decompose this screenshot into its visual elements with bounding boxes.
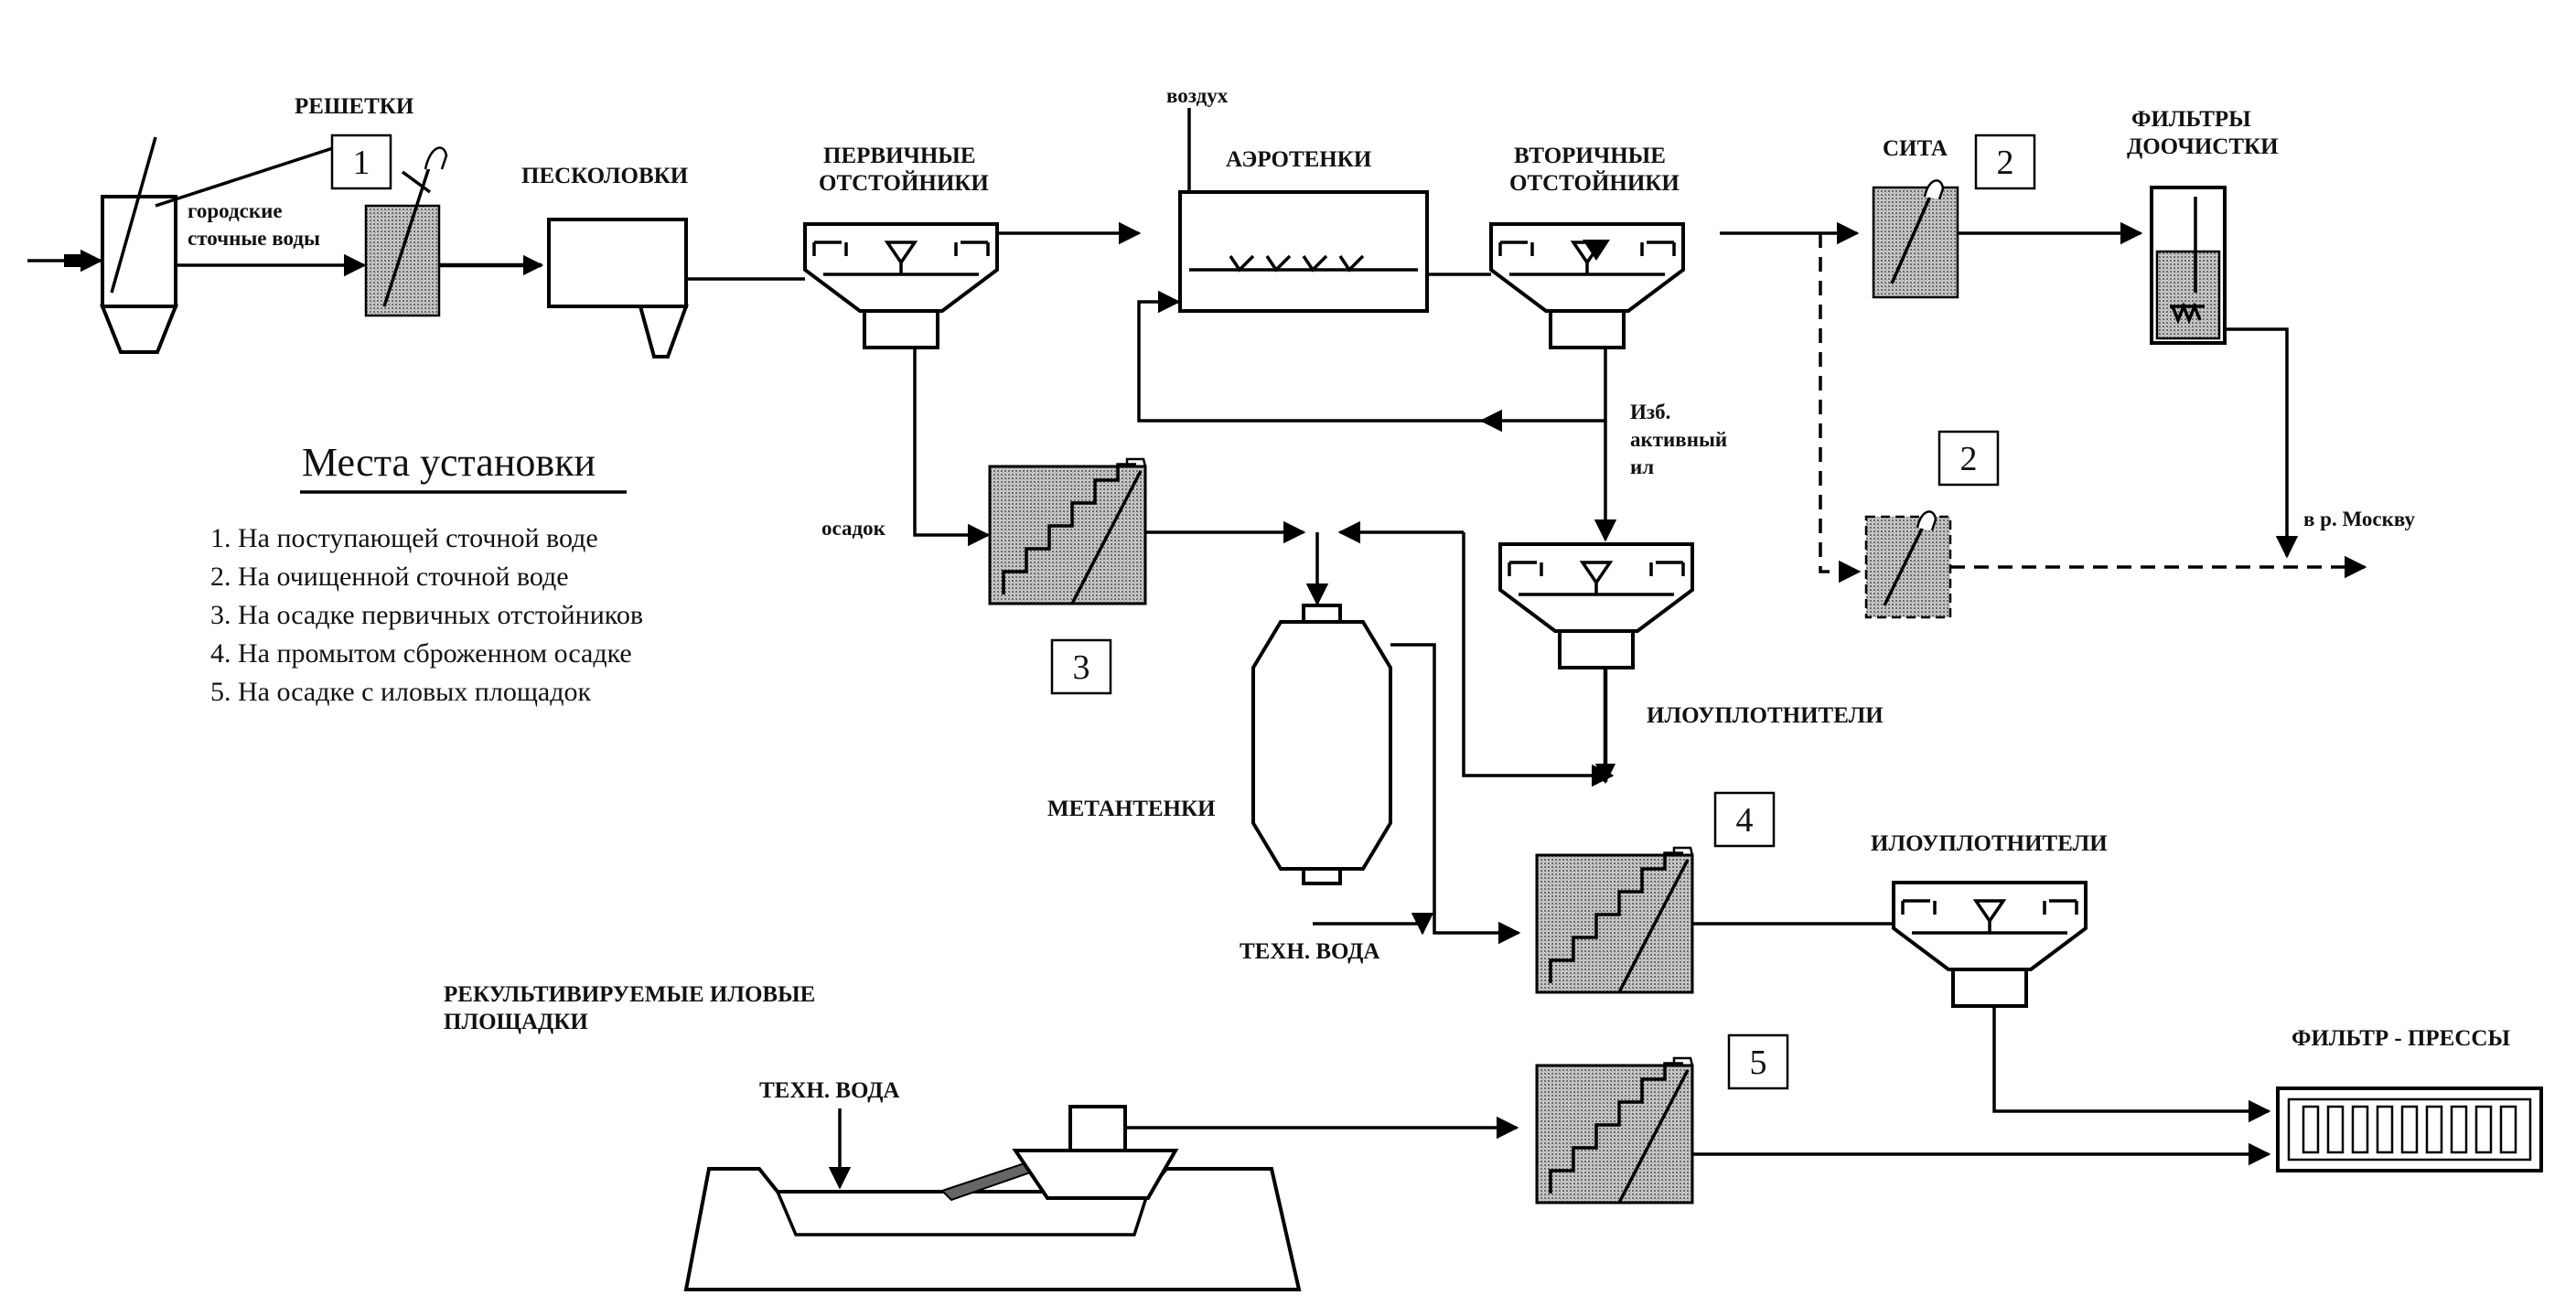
marker-4: 4 [1713,791,1776,848]
legend-title: Места установки [302,440,596,485]
sand-trap [547,218,689,359]
sampler-1 [364,146,448,317]
primary-settler [803,222,999,349]
label-filtry-2: ДООЧИСТКИ [2127,134,2279,159]
post-filter [2150,186,2227,345]
sludge-thickener-2 [1892,881,2088,1008]
svg-text:1: 1 [353,144,370,182]
filter-press [2276,1087,2543,1172]
sampler-5 [1535,1056,1694,1204]
sampler-4 [1535,846,1694,994]
svg-text:4: 4 [1736,801,1754,840]
marker-3: 3 [1050,638,1112,695]
svg-text:2: 2 [1997,144,2014,182]
digester [1251,604,1392,885]
label-pervichnye-1: ПЕРВИЧНЫЕ [823,144,976,168]
sieve-unit [1872,179,1959,299]
legend-item-2: 2. На очищенной сточной воде [210,562,569,592]
sludge-beds [683,1105,1302,1291]
label-izb-1: Изб. [1630,401,1670,423]
label-v-moskvu: в р. Москву [2303,508,2415,530]
label-reshetki: РЕШЕТКИ [295,94,414,119]
label-izb-2: активный [1630,428,1727,451]
label-iloupl-1: ИЛОУПЛОТНИТЕЛИ [1647,703,1884,728]
label-gorodskie-1: городские [188,199,283,222]
marker-5: 5 [1727,1033,1789,1090]
label-aerotenki: АЭРОТЕНКИ [1226,147,1372,172]
label-rekult-1: РЕКУЛЬТИВИРУЕМЫЕ ИЛОВЫЕ [444,982,815,1007]
label-osadok: осадок [821,517,886,540]
label-rekult-2: ПЛОЩАДКИ [444,1010,588,1034]
inlet-arrow [27,249,103,273]
label-tekhn-voda-2: ТЕХН. ВОДА [759,1078,899,1103]
aerotank [1178,190,1429,313]
bar-screen-vessel [100,136,178,354]
marker-2b: 2 [1937,430,2000,487]
label-metantenki: МЕТАНТЕНКИ [1047,797,1216,821]
label-vtorichnye-1: ВТОРИЧНЫЕ [1514,144,1666,168]
label-sita: СИТА [1883,136,1948,161]
label-vozdukh: воздух [1166,84,1229,107]
label-filtry-1: ФИЛЬТРЫ [2131,107,2251,132]
label-gorodskie-2: сточные воды [188,227,320,250]
sampler-3 [988,457,1147,605]
label-tekhn-voda-1: ТЕХН. ВОДА [1240,939,1379,964]
label-filtr-pressy: ФИЛЬТР - ПРЕССЫ [2292,1026,2510,1051]
label-izb-3: ил [1630,455,1654,478]
label-peskolovki: ПЕСКОЛОВКИ [521,164,689,188]
marker-2a: 2 [1974,134,2036,190]
svg-text:5: 5 [1750,1044,1767,1082]
label-pervichnye-2: ОТСТОЙНИКИ [819,170,989,196]
bypass-sieve [1864,510,1952,619]
legend-item-5: 5. На осадке с иловых площадок [210,677,591,707]
legend-item-3: 3. На осадке первичных отстойников [210,600,643,630]
legend-item-1: 1. На поступающей сточной воде [210,523,598,553]
svg-text:3: 3 [1073,648,1090,687]
svg-text:2: 2 [1960,440,1978,478]
label-vtorichnye-2: ОТСТОЙНИКИ [1509,170,1680,196]
marker-1: 1 [330,134,392,190]
legend-item-4: 4. На промытом сброженном осадке [210,638,632,669]
sludge-thickener-1 [1498,542,1694,669]
label-iloupl-2: ИЛОУПЛОТНИТЕЛИ [1871,831,2108,856]
